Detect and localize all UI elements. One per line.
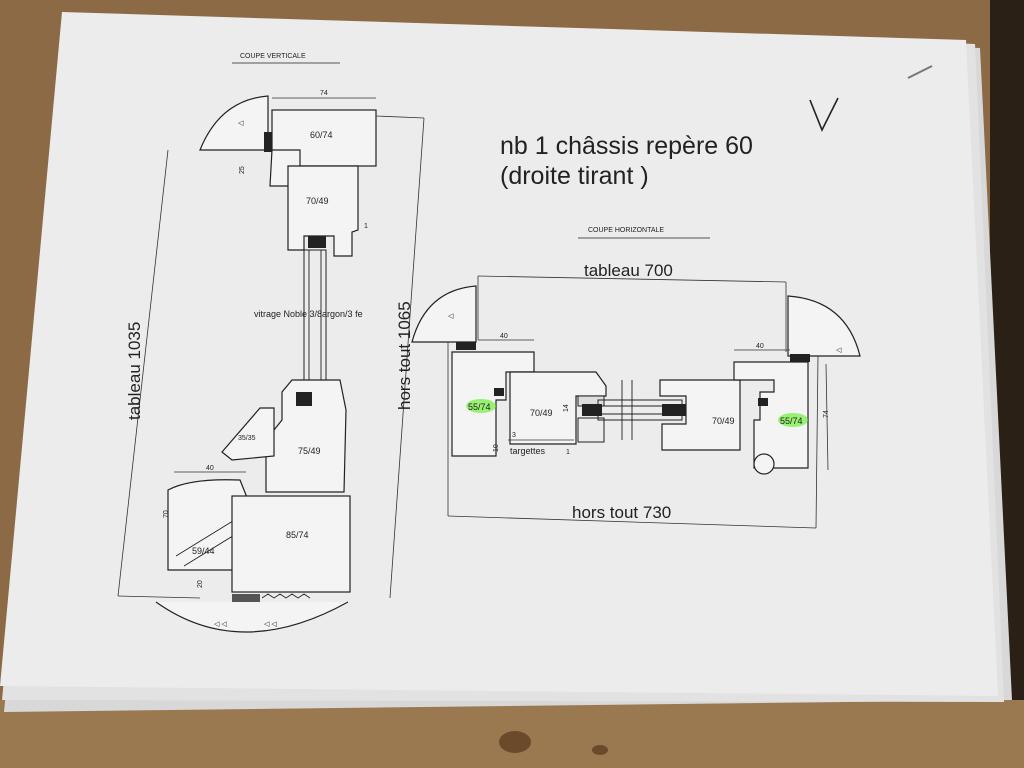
highlight-left [466, 399, 496, 413]
highlight-right [778, 413, 808, 427]
label-59-44: 59/44 [192, 546, 215, 556]
svg-text:◁: ◁ [448, 313, 454, 320]
profile-sash-bottom [265, 379, 347, 493]
targettes-label: targettes [510, 446, 546, 456]
dim-1-vert: 1 [364, 223, 368, 230]
dim-1-horiz: 1 [566, 449, 570, 456]
check-mark-icon [809, 97, 839, 132]
label-70-49-left: 70/49 [530, 408, 553, 418]
profile-bottom-frame [231, 495, 351, 593]
dim-40-left: 40 [500, 333, 508, 340]
title-line-2: (droite tirant ) [500, 162, 649, 190]
horizontal-section: COUPE HORIZONTALE tableau 700 ◁ ◁ 40 40 … [411, 227, 861, 529]
vertical-section-title: COUPE VERTICALE [240, 53, 306, 60]
svg-text:◁ ◁: ◁ ◁ [264, 621, 277, 628]
dim-74-horiz: 74 [823, 410, 830, 418]
profile-right-sash [659, 379, 741, 451]
angle-35-35: 35/35 [238, 435, 256, 442]
dim-14: 14 [563, 404, 570, 412]
glazing-label: vitrage Noble 3/8argon/3 fe [254, 309, 363, 319]
label-75-49: 75/49 [298, 446, 321, 456]
masonry-top [199, 95, 269, 151]
label-85-74: 85/74 [286, 530, 309, 540]
svg-text:◁: ◁ [836, 347, 842, 354]
profile-sill [167, 479, 249, 571]
staple-icon [907, 65, 933, 79]
svg-text:◁: ◁ [238, 120, 244, 127]
vertical-section: COUPE VERTICALE ◁ 74 60/74 25 70/49 1 vi… [117, 53, 425, 633]
dim-top-74: 74 [320, 90, 328, 97]
label-70-49-right: 70/49 [712, 416, 735, 426]
hors-tout-730: hors tout 730 [572, 503, 671, 522]
tableau-1035: tableau 1035 [125, 322, 144, 420]
masonry-bottom [155, 601, 349, 633]
handle-icon [753, 453, 775, 475]
dim-40-vert: 40 [206, 465, 214, 472]
svg-text:◁ ◁: ◁ ◁ [214, 621, 227, 628]
label-55-74-left: 55/74 [468, 402, 491, 412]
title-line-1: nb 1 châssis repère 60 [500, 132, 753, 160]
masonry-right [787, 295, 861, 357]
dim-10: 10 [493, 444, 500, 452]
label-60-74: 60/74 [310, 130, 333, 140]
label-70-49-vert: 70/49 [306, 196, 329, 206]
dim-25: 25 [239, 166, 246, 174]
dim-20-vert: 20 [197, 580, 204, 588]
dim-3: 3 [512, 432, 516, 439]
dim-40-right: 40 [756, 343, 764, 350]
masonry-left [411, 285, 477, 343]
dim-70-vert: 70 [163, 510, 170, 518]
label-55-74-right: 55/74 [780, 416, 803, 426]
profile-sash-top [287, 165, 359, 257]
hors-tout-1065: hors tout 1065 [395, 301, 414, 410]
horizontal-section-title: COUPE HORIZONTALE [588, 227, 664, 234]
tableau-700: tableau 700 [584, 261, 673, 280]
profile-right-frame [733, 361, 809, 469]
